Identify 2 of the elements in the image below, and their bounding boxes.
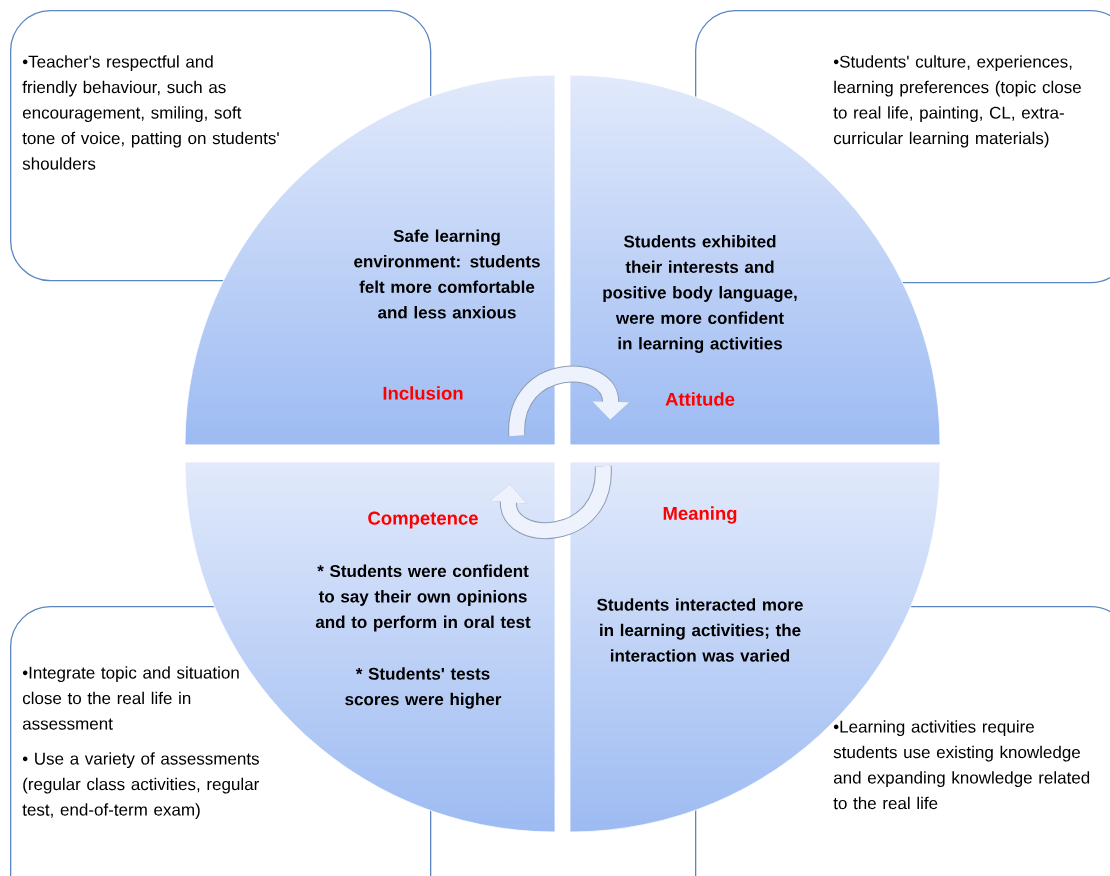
curved-arrow	[508, 365, 630, 437]
curved-arrow	[489, 465, 612, 539]
